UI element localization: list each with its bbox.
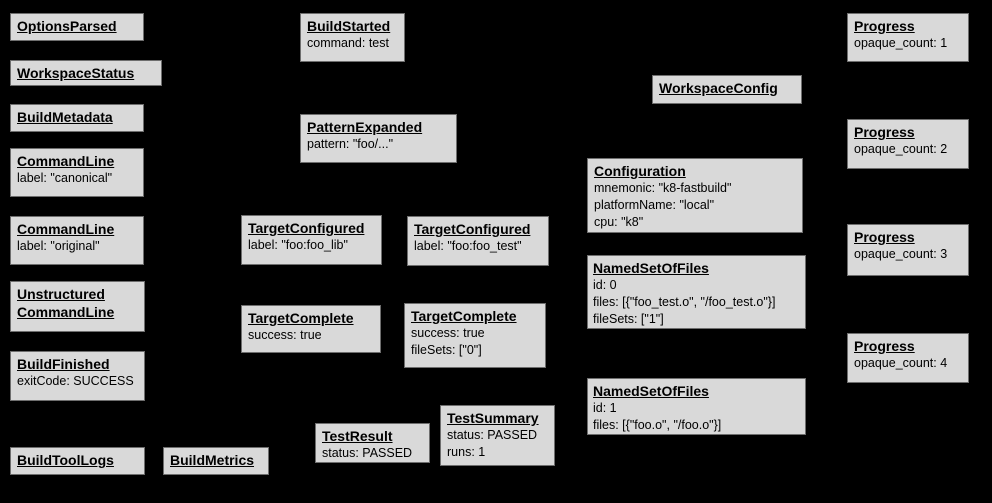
node-detail-line: files: [{"foo_test.o", "/foo_test.o"}] xyxy=(593,295,776,309)
node-title: Progress xyxy=(854,229,915,245)
node-detail-line: opaque_count: 1 xyxy=(854,36,948,50)
node-detail-line: id: 0 xyxy=(593,278,617,292)
node-detail-line: success: true xyxy=(411,326,485,340)
node-detail-line: label: "canonical" xyxy=(17,171,113,185)
node-named-set-of-files-1: NamedSetOfFiles id: 1 files: [{"foo.o", … xyxy=(587,378,806,435)
node-detail-line: fileSets: ["0"] xyxy=(411,343,482,357)
node-pattern-expanded: PatternExpanded pattern: "foo/..." xyxy=(300,114,457,163)
node-unstructured-command-line: Unstructured CommandLine xyxy=(10,281,145,332)
node-detail-line: status: PASSED xyxy=(447,428,538,442)
node-named-set-of-files-0: NamedSetOfFiles id: 0 files: [{"foo_test… xyxy=(587,255,806,329)
node-target-configured-foo-test: TargetConfigured label: "foo:foo_test" xyxy=(407,216,549,266)
node-detail-line: cpu: "k8" xyxy=(594,215,644,229)
node-build-finished: BuildFinished exitCode: SUCCESS xyxy=(10,351,145,401)
node-title: WorkspaceStatus xyxy=(17,65,135,81)
node-title: Unstructured CommandLine xyxy=(17,286,115,320)
node-title: CommandLine xyxy=(17,153,115,169)
node-workspace-status: WorkspaceStatus xyxy=(10,60,162,86)
node-detail-line: platformName: "local" xyxy=(594,198,715,212)
node-build-started: BuildStarted command: test xyxy=(300,13,405,62)
node-build-metrics: BuildMetrics xyxy=(163,447,269,475)
node-title: BuildToolLogs xyxy=(17,452,114,468)
node-command-line-canonical: CommandLine label: "canonical" xyxy=(10,148,144,197)
node-title: Progress xyxy=(854,18,915,34)
node-detail-line: pattern: "foo/..." xyxy=(307,137,394,151)
node-title: TestSummary xyxy=(447,410,539,426)
node-progress-4: Progress opaque_count: 4 xyxy=(847,333,969,383)
node-target-complete-foo-test: TargetComplete success: true fileSets: [… xyxy=(404,303,546,368)
node-title: BuildFinished xyxy=(17,356,110,372)
node-title: TargetConfigured xyxy=(414,221,531,237)
node-detail-line: label: "foo:foo_lib" xyxy=(248,238,348,252)
node-detail-line: opaque_count: 4 xyxy=(854,356,948,370)
node-test-result: TestResult status: PASSED xyxy=(315,423,430,463)
node-detail-line: opaque_count: 2 xyxy=(854,142,948,156)
node-title: TargetConfigured xyxy=(248,220,365,236)
node-title: BuildStarted xyxy=(307,18,391,34)
node-title: CommandLine xyxy=(17,221,115,237)
node-title: TargetComplete xyxy=(411,308,517,324)
node-progress-1: Progress opaque_count: 1 xyxy=(847,13,969,62)
node-detail-line: files: [{"foo.o", "/foo.o"}] xyxy=(593,418,722,432)
node-title: BuildMetrics xyxy=(170,452,255,468)
node-detail-line: label: "original" xyxy=(17,239,100,253)
node-title: BuildMetadata xyxy=(17,109,113,125)
node-detail-line: mnemonic: "k8-fastbuild" xyxy=(594,181,732,195)
node-detail-line: fileSets: ["1"] xyxy=(593,312,664,326)
node-detail-line: status: PASSED xyxy=(322,446,413,460)
node-command-line-original: CommandLine label: "original" xyxy=(10,216,144,265)
node-title: PatternExpanded xyxy=(307,119,423,135)
node-target-configured-foo-lib: TargetConfigured label: "foo:foo_lib" xyxy=(241,215,382,265)
node-detail-line: command: test xyxy=(307,36,389,50)
node-title: WorkspaceConfig xyxy=(659,80,778,96)
node-options-parsed: OptionsParsed xyxy=(10,13,144,41)
node-target-complete-foo-lib: TargetComplete success: true xyxy=(241,305,381,353)
node-title: Configuration xyxy=(594,163,686,179)
node-detail-line: id: 1 xyxy=(593,401,617,415)
node-title: TestResult xyxy=(322,428,393,444)
node-detail-line: exitCode: SUCCESS xyxy=(17,374,134,388)
node-title: Progress xyxy=(854,124,915,140)
node-test-summary: TestSummary status: PASSED runs: 1 xyxy=(440,405,555,466)
node-title: NamedSetOfFiles xyxy=(593,260,709,276)
node-build-tool-logs: BuildToolLogs xyxy=(10,447,145,475)
node-title: NamedSetOfFiles xyxy=(593,383,709,399)
node-build-metadata: BuildMetadata xyxy=(10,104,144,132)
node-detail-line: runs: 1 xyxy=(447,445,486,459)
node-progress-2: Progress opaque_count: 2 xyxy=(847,119,969,169)
node-detail-line: label: "foo:foo_test" xyxy=(414,239,522,253)
node-detail-line: success: true xyxy=(248,328,322,342)
node-workspace-config: WorkspaceConfig xyxy=(652,75,802,104)
node-detail-line: opaque_count: 3 xyxy=(854,247,948,261)
node-progress-3: Progress opaque_count: 3 xyxy=(847,224,969,276)
node-title: TargetComplete xyxy=(248,310,354,326)
node-configuration: Configuration mnemonic: "k8-fastbuild" p… xyxy=(587,158,803,233)
node-title: OptionsParsed xyxy=(17,18,117,34)
node-title: Progress xyxy=(854,338,915,354)
